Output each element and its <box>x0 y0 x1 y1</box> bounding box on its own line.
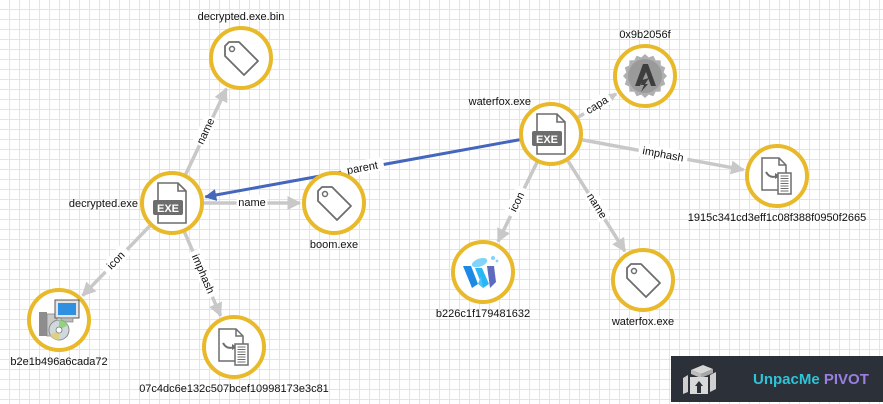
node-label: boom.exe <box>310 239 358 251</box>
node-label: 1915c341cd3eff1c08f388f0950f2665 <box>688 212 866 224</box>
node-label: 0x9b2056f <box>619 29 671 41</box>
node-label: decrypted.exe.bin <box>198 11 285 23</box>
edge-label: parent <box>346 160 379 177</box>
edge-icon[interactable]: icon <box>81 224 152 297</box>
exe-file-icon: EXE <box>153 182 187 224</box>
node-label: b2e1b496a6cada72 <box>10 356 107 368</box>
node-capa[interactable]: 0x9b2056f <box>613 29 677 108</box>
node-imphash1[interactable]: 07c4dc6e132c507bcef10998173e3c81 <box>139 315 329 395</box>
node-label: waterfox.exe <box>611 316 674 328</box>
edge-imphash[interactable]: imphash <box>582 138 745 175</box>
node-waterfox-name[interactable]: waterfox.exe <box>611 248 675 328</box>
edge-label-background <box>99 244 132 277</box>
tag-icon <box>626 263 661 298</box>
edge-label-background <box>637 142 689 166</box>
node-decrypted-exe[interactable]: EXE decrypted.exe <box>69 171 204 235</box>
node-label: waterfox.exe <box>468 96 531 108</box>
node-label: b226c1f179481632 <box>436 308 530 320</box>
svg-text:EXE: EXE <box>157 203 179 215</box>
tag-icon <box>224 41 259 76</box>
unpacme-logo-icon <box>683 365 716 394</box>
edge-capa[interactable]: capa <box>577 90 618 119</box>
edge-icon[interactable]: icon <box>496 161 539 243</box>
edge-label-background <box>236 195 268 209</box>
capa-badge-icon <box>623 54 667 98</box>
imphash-doc-icon <box>218 328 249 366</box>
imphash-doc-icon <box>761 157 792 195</box>
node-label: 07c4dc6e132c507bcef10998173e3c81 <box>139 383 329 395</box>
node-label: decrypted.exe <box>69 198 138 210</box>
node-ring[interactable] <box>209 26 273 90</box>
installer-icon <box>39 299 80 341</box>
edge-label-background <box>503 184 530 219</box>
edge-imphash[interactable]: imphash <box>183 231 223 318</box>
edge-name[interactable]: name <box>184 87 228 175</box>
node-ring[interactable] <box>611 248 675 312</box>
exe-file-icon: EXE <box>532 113 566 155</box>
node-b226[interactable]: b226c1f179481632 <box>436 240 530 320</box>
edge-label-background <box>187 248 220 300</box>
edge-label: imphash <box>641 145 684 164</box>
node-decrypted-bin[interactable]: decrypted.exe.bin <box>198 11 285 90</box>
tag-icon <box>317 186 352 221</box>
brand-title: UnpacMe PIVOT <box>753 371 869 388</box>
node-imphash2[interactable]: 1915c341cd3eff1c08f388f0950f2665 <box>688 144 866 224</box>
waterfox-logo-icon <box>463 256 499 288</box>
edge-label-background <box>583 188 612 223</box>
edge-label-background <box>192 114 219 148</box>
unpacme-pivot-badge: UnpacMe PIVOT <box>671 356 883 402</box>
edge-parent[interactable]: parent <box>204 138 520 201</box>
brand-title-pivot: PIVOT <box>823 370 869 388</box>
edge-label-background <box>339 156 385 179</box>
edge-name[interactable]: name <box>204 195 302 210</box>
node-ring[interactable] <box>302 171 366 235</box>
edge-label: imphash <box>189 253 216 296</box>
edge-label: name <box>238 197 266 209</box>
node-waterfox-exe[interactable]: EXE waterfox.exe <box>468 96 583 166</box>
edge-name[interactable]: name <box>566 160 627 253</box>
svg-text:EXE: EXE <box>536 134 558 146</box>
edge-label-background <box>579 90 614 119</box>
node-b2e1[interactable]: b2e1b496a6cada72 <box>10 288 108 368</box>
node-boom-exe[interactable]: boom.exe <box>302 171 366 251</box>
brand-title-unpacme: UnpacMe <box>753 370 820 388</box>
